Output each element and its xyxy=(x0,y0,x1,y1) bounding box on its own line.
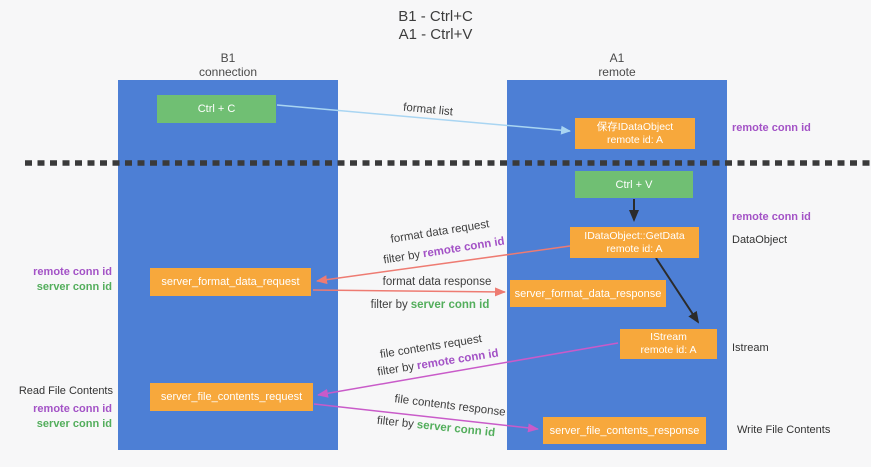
server-conn-id-label-left-1: server conn id xyxy=(36,281,112,293)
idataobject-getdata-box: IDataObject::GetData remote id: A xyxy=(570,227,699,258)
format-data-response-arrow xyxy=(312,287,506,297)
getdata-line1: IDataObject::GetData xyxy=(584,229,685,242)
save-idataobject-box: 保存IDataObject remote id: A xyxy=(575,118,695,149)
filter-by-text: filter by xyxy=(376,414,415,431)
b1-column-header: B1 connection xyxy=(118,51,338,79)
filter-by-text: filter by xyxy=(382,248,422,267)
b1-column-subtitle: connection xyxy=(198,65,258,79)
server-conn-id-text: server conn id xyxy=(410,299,490,311)
server-file-contents-response-box: server_file_contents_response xyxy=(543,417,706,444)
b1-column-name: B1 xyxy=(220,51,236,65)
istream-line1: IStream xyxy=(650,331,687,343)
a1-column-header: A1 remote xyxy=(507,51,727,79)
filter-by-text: filter by xyxy=(370,299,408,311)
a1-column-name: A1 xyxy=(609,51,625,65)
istream-line2: remote id: A xyxy=(640,344,697,356)
istream-box: IStream remote id: A xyxy=(620,329,717,359)
write-file-contents-label: Write File Contents xyxy=(737,424,831,436)
format-list-label: format list xyxy=(402,101,454,119)
server-conn-id-label-left-2: server conn id xyxy=(36,418,112,430)
save-idataobject-line2: remote id: A xyxy=(606,133,664,146)
remote-conn-id-label-left-2: remote conn id xyxy=(33,403,112,415)
remote-conn-id-text: remote conn id xyxy=(422,235,506,261)
filter-by-text: filter by xyxy=(376,360,416,379)
a1-column-subtitle: remote xyxy=(598,65,636,79)
page-title-line2: A1 - Ctrl+V xyxy=(398,26,473,43)
getdata-line2: remote id: A xyxy=(606,242,663,255)
ctrl-v-box: Ctrl + V xyxy=(575,171,693,198)
server-format-data-request-box: server_format_data_request xyxy=(150,268,311,296)
save-idataobject-line1: 保存IDataObject xyxy=(596,120,674,133)
read-file-contents-label: Read File Contents xyxy=(18,385,113,397)
dataobject-label: DataObject xyxy=(732,234,788,246)
server-conn-id-text: server conn id xyxy=(416,419,496,440)
istream-side-label: Istream xyxy=(732,342,769,354)
page-title-line1: B1 - Ctrl+C xyxy=(398,8,473,25)
file-contents-response-label: file contents response xyxy=(393,393,507,419)
remote-conn-id-label-right-top: remote conn id xyxy=(732,122,811,134)
format-data-response-label: format data response xyxy=(382,276,492,288)
ctrl-c-box: Ctrl + C xyxy=(157,95,276,123)
remote-conn-id-label-right-mid: remote conn id xyxy=(732,211,811,223)
server-file-contents-request-box: server_file_contents_request xyxy=(150,383,313,411)
remote-conn-id-label-left-1: remote conn id xyxy=(33,266,112,278)
server-format-data-response-box: server_format_data_response xyxy=(510,280,666,307)
